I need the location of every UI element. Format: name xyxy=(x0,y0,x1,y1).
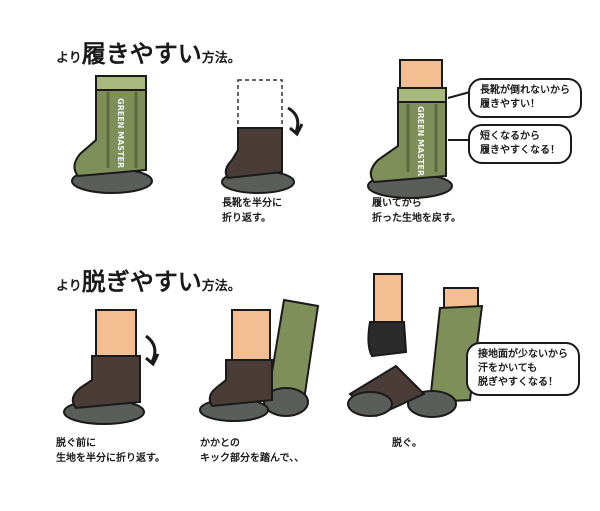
fold-arrow-icon xyxy=(287,106,300,133)
section-1-heading: より履きやすい方法。 xyxy=(56,34,241,69)
heading-main: 履きやすい xyxy=(81,40,202,68)
step-2-caption: 長靴を半分に 折り返す。 xyxy=(222,198,282,224)
step-3-caption: 履いてから 折った生地を戻す。 xyxy=(372,198,461,224)
section-2-heading: より脱ぎやすい方法。 xyxy=(56,262,241,297)
fold-arrow-icon xyxy=(145,334,157,363)
heading-main: 脱ぎやすい xyxy=(81,268,202,296)
boot-standing-illustration: GREEN MASTER xyxy=(71,75,153,194)
removal-step-2-caption: かかとの キック部分を踏んで､､ xyxy=(200,438,300,464)
boot-heel-kick-illustration xyxy=(199,298,320,422)
heading-suffix: 方法。 xyxy=(201,279,241,294)
heading-prefix: より xyxy=(56,51,82,66)
speech-bubble-less-contact: 接地面が少ないから 汗をかいても 脱ぎやすくなる！ xyxy=(466,342,580,396)
removal-step-3-caption: 脱ぐ。 xyxy=(392,438,422,449)
boot-fold-before-removal-illustration xyxy=(63,309,160,425)
speech-bubble-shorter: 短くなるから 履きやすくなる！ xyxy=(468,124,572,164)
boot-with-leg-illustration: GREEN MASTER xyxy=(367,59,471,199)
removal-step-1-caption: 脱ぐ前に 生地を半分に折り返す。 xyxy=(56,438,165,464)
boot-folded-illustration xyxy=(221,79,304,194)
heading-prefix: より xyxy=(56,279,82,294)
svg-text:GREEN MASTER: GREEN MASTER xyxy=(416,106,425,176)
speech-bubble-stable: 長靴が倒れないから 履きやすい！ xyxy=(468,78,582,118)
boot-removal-illustration xyxy=(347,273,485,418)
boot-logo: GREEN MASTER xyxy=(116,98,125,168)
dashed-outline-icon xyxy=(237,79,283,129)
heading-suffix: 方法。 xyxy=(201,51,241,66)
